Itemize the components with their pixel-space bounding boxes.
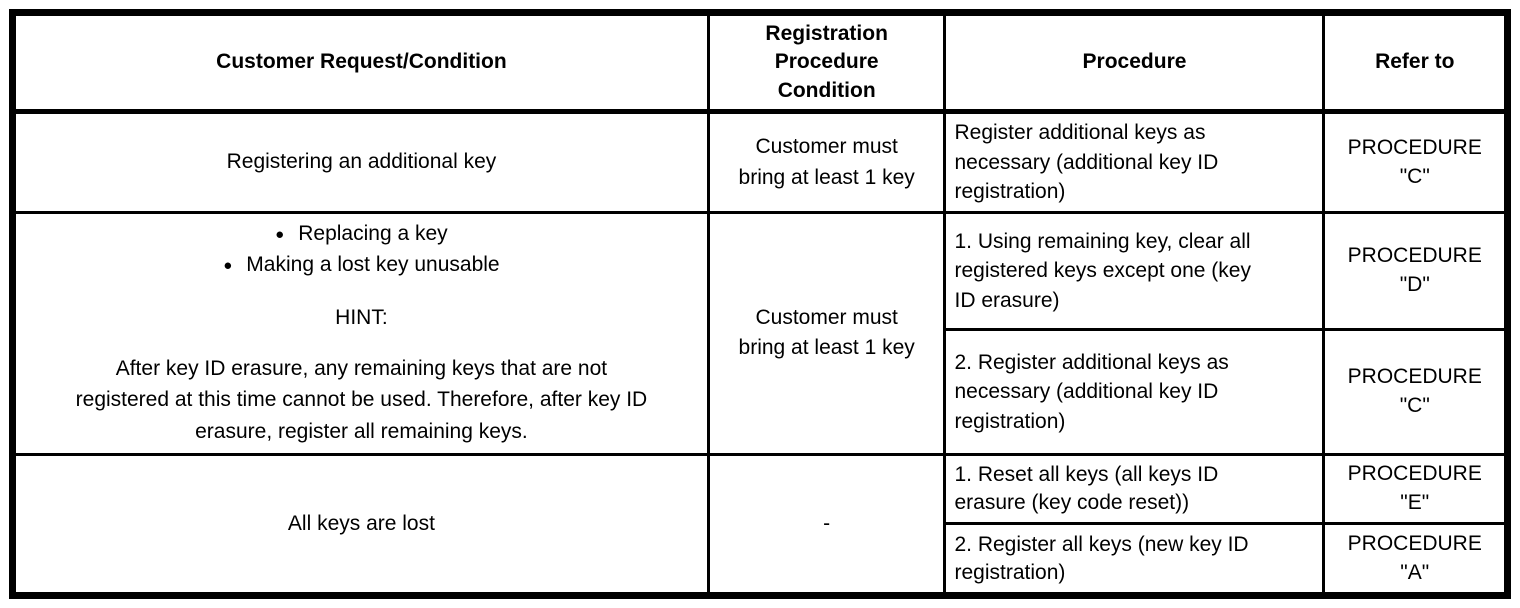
cell-additional-key-condition: Customer must bring at least 1 key xyxy=(706,110,947,215)
list-item: ● Replacing a key xyxy=(275,220,447,247)
column-header-registration-condition: Registration Procedure Condition xyxy=(706,10,947,115)
column-header-refer-to: Refer to xyxy=(1322,10,1509,115)
column-header-customer-request: Customer Request/Condition xyxy=(11,10,710,115)
bullet-item-label: Making a lost key unusable xyxy=(246,253,500,277)
table-row-keys-lost-step1: All keys are lost - 1. Reset all keys (a… xyxy=(11,452,1509,598)
key-registration-table: Customer Request/Condition Registration … xyxy=(9,9,1511,599)
column-header-procedure: Procedure xyxy=(943,10,1326,115)
column-header-registration-condition-label: Registration Procedure Condition xyxy=(765,22,888,102)
bullet-item-label: Replacing a key xyxy=(298,221,448,245)
cell-replace-key-procedure-2: 2. Register additional keys as necessary… xyxy=(943,327,1326,456)
header-row: Customer Request/Condition Registration … xyxy=(11,10,1509,115)
cell-keys-lost-procedure-2: 2. Register all keys (new key ID registr… xyxy=(943,522,1326,597)
cell-keys-lost-procedure-1: 1. Reset all keys (all keys ID erasure (… xyxy=(943,452,1326,526)
table-row-replace-key-step2: 2. Register additional keys as necessary… xyxy=(13,327,1509,456)
hint-label: HINT: xyxy=(335,305,388,329)
cell-additional-key-request: Registering an additional key xyxy=(11,110,710,215)
list-item: ● Making a lost key unusable xyxy=(223,251,499,278)
hint-text: After key ID erasure, any remaining keys… xyxy=(75,356,648,443)
replace-key-request-content: ● Replacing a key ● Making a lost key un… xyxy=(24,220,699,447)
cell-replace-key-procedure-1: 1. Using remaining key, clear all regist… xyxy=(943,211,1326,331)
column-header-procedure-label: Procedure xyxy=(1082,50,1187,74)
table-row-replace-key-step1: ● Replacing a key ● Making a lost key un… xyxy=(11,211,1509,456)
cell-additional-key-procedure: Register additional keys as necessary (a… xyxy=(943,110,1326,215)
column-header-refer-to-label: Refer to xyxy=(1375,50,1455,74)
cell-keys-lost-refer-to-1: PROCEDURE "E" xyxy=(1322,452,1509,526)
cell-replace-key-refer-to-1: PROCEDURE "D" xyxy=(1322,211,1509,331)
cell-replace-key-condition: Customer must bring at least 1 key xyxy=(706,211,947,456)
cell-keys-lost-condition: - xyxy=(706,452,947,598)
cell-keys-lost-refer-to-2: PROCEDURE "A" xyxy=(1322,522,1509,597)
cell-additional-key-refer-to: PROCEDURE "C" xyxy=(1322,110,1509,215)
bullet-icon: ● xyxy=(275,225,285,243)
table-row-keys-lost-step2: 2. Register all keys (new key ID registr… xyxy=(13,522,1509,597)
table-row-additional-key: Registering an additional key Customer m… xyxy=(11,110,1509,215)
replace-key-bullet-list: ● Replacing a key ● Making a lost key un… xyxy=(223,220,499,279)
cell-replace-key-refer-to-2: PROCEDURE "C" xyxy=(1322,327,1509,456)
bullet-icon: ● xyxy=(223,257,233,275)
column-header-customer-request-label: Customer Request/Condition xyxy=(216,50,507,74)
cell-keys-lost-request: All keys are lost xyxy=(11,452,710,598)
cell-replace-key-request: ● Replacing a key ● Making a lost key un… xyxy=(11,211,710,456)
